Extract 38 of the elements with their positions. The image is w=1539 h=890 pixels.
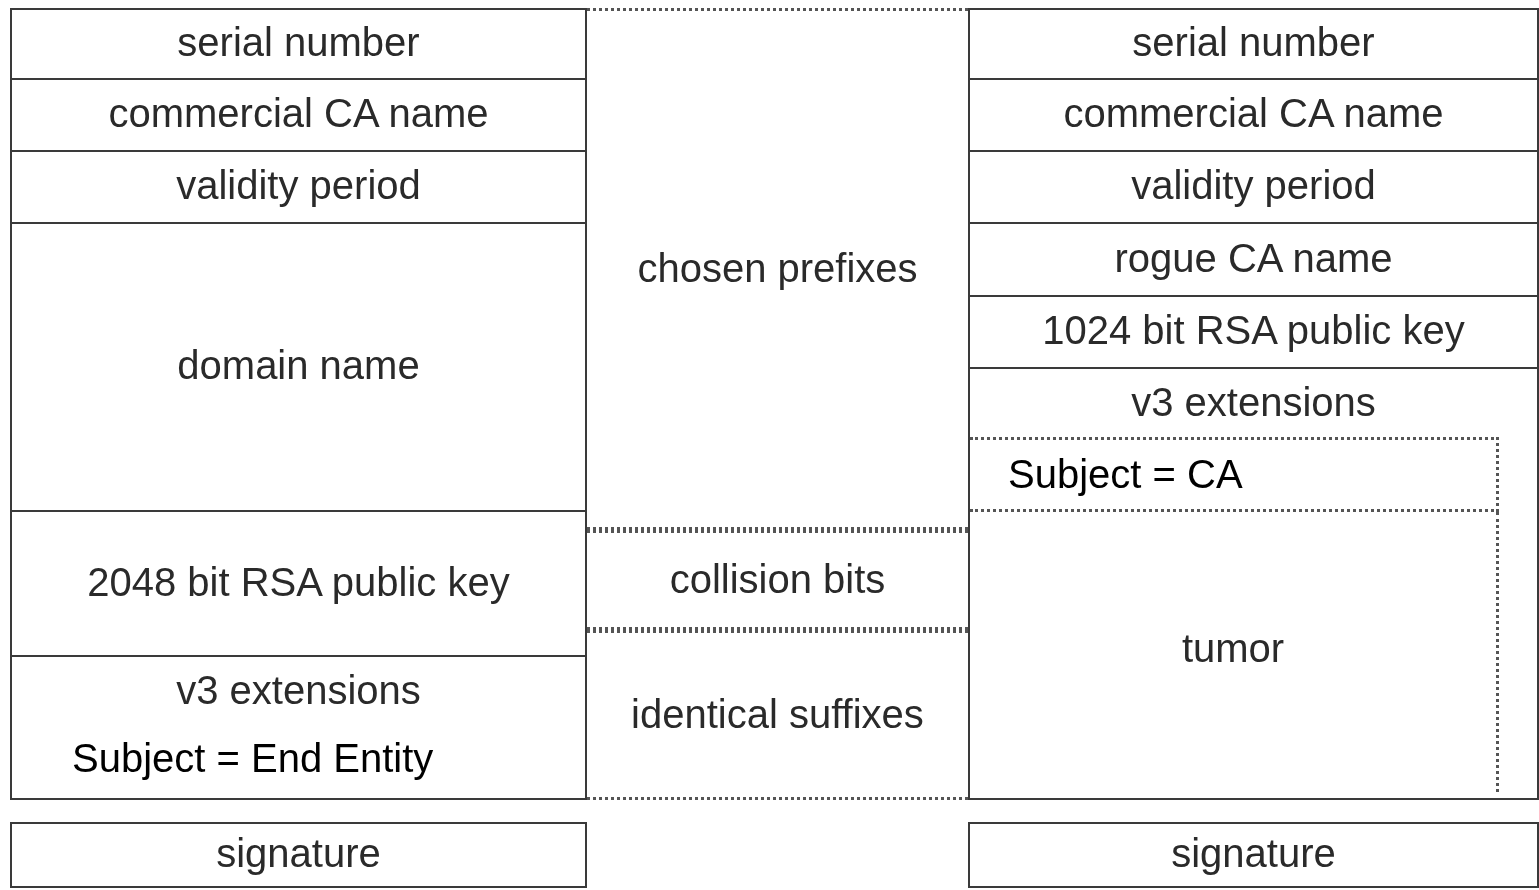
field-box [10, 8, 587, 80]
field-label: collision bits [668, 556, 887, 602]
field-box [968, 295, 1539, 369]
field-label: commercial CA name [1062, 90, 1445, 136]
field-label: serial number [1131, 19, 1376, 65]
byte-range-band [587, 8, 968, 530]
field-label: Subject = CA [1008, 450, 1243, 497]
field-label: identical suffixes [630, 691, 925, 737]
field-box [10, 78, 587, 152]
field-box [10, 822, 587, 888]
field-label: validity period [175, 162, 422, 208]
field-label: commercial CA name [107, 90, 490, 136]
field-box [10, 510, 587, 657]
field-label: signature [215, 830, 382, 876]
field-label: tumor [1180, 625, 1286, 671]
field-label: domain name [176, 342, 421, 388]
field-label: chosen prefixes [636, 245, 919, 291]
field-label: v3 extensions [1130, 379, 1377, 425]
field-label: serial number [176, 19, 421, 65]
field-box [10, 150, 587, 224]
field-box [968, 150, 1539, 224]
field-box [968, 222, 1539, 297]
field-label: rogue CA name [1113, 234, 1394, 281]
field-box [10, 222, 587, 512]
dotted-box [970, 437, 1499, 512]
field-label: 2048 bit RSA public key [86, 558, 511, 605]
byte-range-band [587, 530, 968, 630]
field-box [968, 78, 1539, 152]
field-box [968, 367, 1539, 800]
field-label: Subject = End Entity [72, 735, 434, 781]
field-box [10, 655, 587, 800]
field-box [968, 8, 1539, 80]
byte-range-band [587, 630, 968, 800]
field-label: validity period [1130, 162, 1377, 208]
field-box [968, 822, 1539, 888]
field-label: signature [1170, 830, 1337, 876]
field-label: v3 extensions [175, 667, 422, 713]
field-label: 1024 bit RSA public key [1041, 307, 1466, 353]
